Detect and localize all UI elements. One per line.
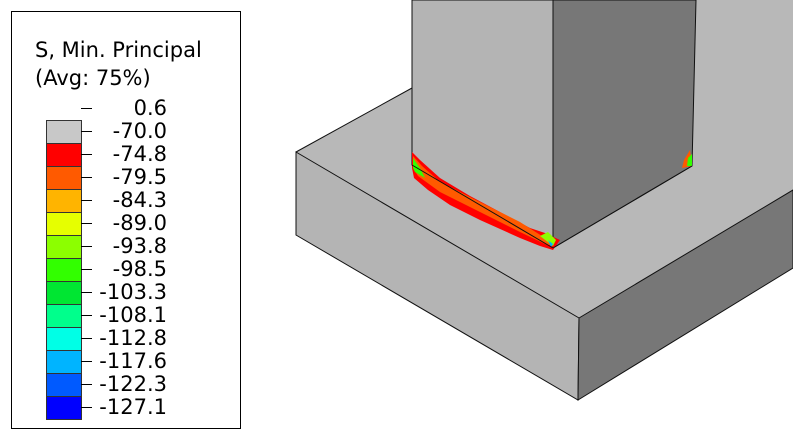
contour-blue <box>548 240 553 247</box>
legend-tick <box>81 407 92 408</box>
legend-tick <box>81 246 92 247</box>
color-bar <box>46 120 82 420</box>
color-band <box>46 351 82 374</box>
footing-front-right-face <box>577 189 793 401</box>
footing-back-edge <box>295 87 413 153</box>
legend-tick <box>81 177 92 178</box>
legend-tick <box>81 154 92 155</box>
legend-tick <box>81 292 92 293</box>
color-band <box>46 213 82 236</box>
legend-value: -112.8 <box>99 326 167 350</box>
color-band <box>46 236 82 259</box>
legend-title: S, Min. Principal <box>35 38 202 62</box>
color-band <box>46 397 82 420</box>
color-band <box>46 259 82 282</box>
legend-subtitle: (Avg: 75%) <box>35 66 151 90</box>
legend-value: -89.0 <box>112 211 167 235</box>
color-band <box>46 374 82 397</box>
legend-value: -98.5 <box>112 257 167 281</box>
column-base-left-edge <box>411 164 554 249</box>
legend-tick <box>81 200 92 201</box>
color-band <box>46 282 82 305</box>
legend-tick <box>81 108 92 109</box>
legend-value: -108.1 <box>99 303 167 327</box>
contour-right-corner-inner <box>687 154 692 166</box>
legend-value: -79.5 <box>112 165 167 189</box>
legend-value: -117.6 <box>99 349 167 373</box>
legend-tick <box>81 223 92 224</box>
contour-legend: S, Min. Principal (Avg: 75%) 0.6-70.0-74… <box>11 11 241 429</box>
legend-value: -93.8 <box>112 234 167 258</box>
legend-value: -103.3 <box>99 280 167 304</box>
legend-tick <box>81 131 92 132</box>
legend-tick <box>81 384 92 385</box>
color-band <box>46 328 82 351</box>
column-base-right-edge <box>552 165 693 249</box>
legend-value: -74.8 <box>112 142 167 166</box>
color-band <box>46 144 82 167</box>
legend-value: 0.6 <box>133 96 167 120</box>
legend-value: -84.3 <box>112 188 167 212</box>
color-band <box>46 305 82 328</box>
legend-tick <box>81 269 92 270</box>
color-band <box>46 167 82 190</box>
legend-value: -70.0 <box>112 119 167 143</box>
contour-yellow <box>540 232 556 246</box>
legend-tick <box>81 315 92 316</box>
legend-tick <box>81 361 92 362</box>
contour-green <box>413 158 425 178</box>
legend-value: -122.3 <box>99 372 167 396</box>
contour-orange <box>413 156 553 246</box>
legend-value: -127.1 <box>99 395 167 419</box>
color-band <box>46 120 82 144</box>
legend-tick <box>81 338 92 339</box>
color-band <box>46 190 82 213</box>
